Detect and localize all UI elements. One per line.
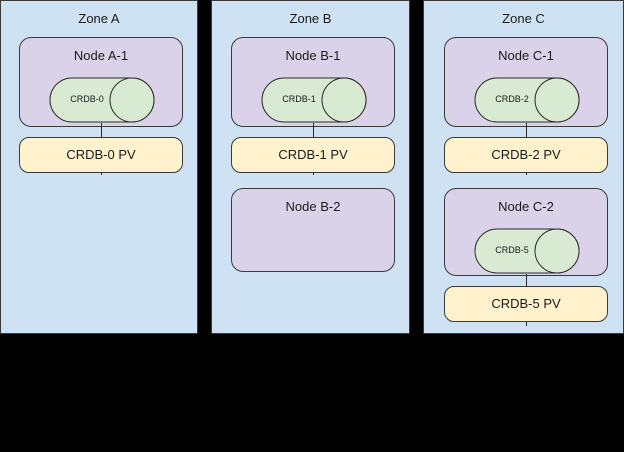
- crdb-1-pv-label: CRDB-1 PV: [278, 147, 348, 162]
- node-b-1-label: Node B-1: [285, 48, 341, 63]
- node-c-1-label: Node C-1: [498, 48, 554, 63]
- zone-c[interactable]: Zone C Node C-1 CRDB-2 CRDB-2 PV Node C-…: [423, 0, 624, 334]
- node-c-1[interactable]: Node C-1 CRDB-2: [444, 37, 608, 175]
- zone-a-label: Zone A: [78, 11, 120, 26]
- node-c-2-label: Node C-2: [498, 199, 554, 214]
- crdb-0-pv-label: CRDB-0 PV: [66, 147, 136, 162]
- crdb-1-cylinder[interactable]: CRDB-1: [261, 77, 367, 123]
- crdb-5-pv[interactable]: CRDB-5 PV: [444, 286, 608, 322]
- crdb-5-cylinder[interactable]: CRDB-5: [474, 228, 580, 274]
- crdb-0-cylinder-label: CRDB-0: [70, 94, 104, 104]
- node-c-2[interactable]: Node C-2 CRDB-5: [444, 188, 608, 326]
- crdb-2-cylinder-label: CRDB-2: [495, 94, 529, 104]
- node-b-2-label: Node B-2: [285, 199, 341, 214]
- node-b-1[interactable]: Node B-1 CRDB-1: [231, 37, 395, 175]
- crdb-2-pv[interactable]: CRDB-2 PV: [444, 137, 608, 173]
- crdb-5-cylinder-label: CRDB-5: [495, 245, 529, 255]
- zone-b-label: Zone B: [289, 11, 332, 26]
- crdb-1-pv[interactable]: CRDB-1 PV: [231, 137, 395, 173]
- node-a-1[interactable]: Node A-1 CRDB-0: [19, 37, 183, 175]
- node-a-1-label: Node A-1: [73, 48, 129, 63]
- zone-a[interactable]: Zone A Node A-1 CRDB-0 CRDB-0 PV: [0, 0, 198, 334]
- crdb-2-pv-label: CRDB-2 PV: [491, 147, 561, 162]
- crdb-0-pv[interactable]: CRDB-0 PV: [19, 137, 183, 173]
- zone-c-label: Zone C: [502, 11, 545, 26]
- crdb-1-cylinder-label: CRDB-1: [282, 94, 316, 104]
- node-b-2[interactable]: Node B-2: [231, 188, 395, 272]
- crdb-0-cylinder[interactable]: CRDB-0: [49, 77, 155, 123]
- crdb-2-cylinder[interactable]: CRDB-2: [474, 77, 580, 123]
- zone-b[interactable]: Zone B Node B-1 CRDB-1 CRDB-1 PV Node B-…: [211, 0, 410, 334]
- crdb-5-pv-label: CRDB-5 PV: [491, 296, 561, 311]
